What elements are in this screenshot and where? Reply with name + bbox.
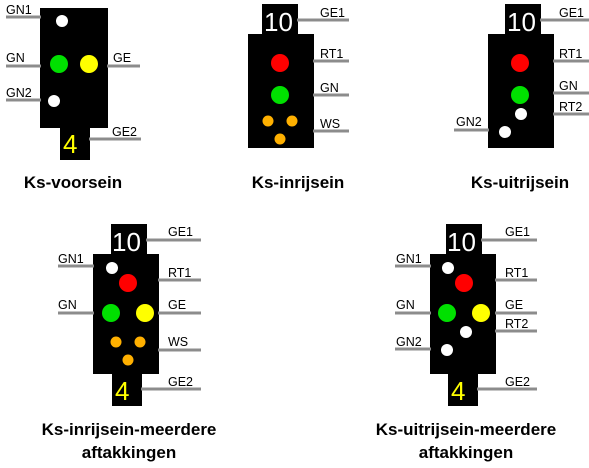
bottom-digit-box [112,372,142,406]
lamp-ws-orange-left [262,115,274,127]
pin-label-gn: GN [559,79,578,93]
pin-label-gn: GN [396,298,415,312]
lamp-gn1-white [442,262,454,274]
pin-label-rt1: RT1 [505,266,528,280]
pin-label-gn2: GN2 [6,86,32,100]
lamp-ws-orange-bottom [122,354,134,366]
ks-uitrijsein-meerdere-signal: 10 4 GE1 GN1 RT1 GN GE RT2 GN2 GE2 Ks-ui… [376,224,556,462]
digit-top: 10 [112,227,141,257]
lamp-rt1-red [271,54,289,72]
pin-label-ge2: GE2 [505,375,530,389]
caption-inrijsein: Ks-inrijsein [252,173,345,192]
pin-label-ge1: GE1 [559,6,584,20]
caption-inrijsein-meerdere-line1: Ks-inrijsein-meerdere [42,420,217,439]
pin-label-ge2: GE2 [112,125,137,139]
lamp-ws-orange-bottom [274,133,286,145]
top-digit-box [111,224,147,256]
ks-uitrijsein-signal: 10 GE1 RT1 GN RT2 GN2 Ks-uitrijsein [454,4,589,192]
caption-voorsein: Ks-voorsein [24,173,122,192]
pin-label-rt1: RT1 [559,47,582,61]
ks-inrijsein-meerdere-signal: 10 4 GE1 GN1 RT1 GN GE WS GE2 Ks-inrijse… [42,224,217,462]
lamp-rt1-red [455,274,473,292]
pin-label-ge: GE [505,298,523,312]
top-digit-box [446,224,482,256]
lamp-gn2-white [441,344,453,356]
top-digit-box [505,4,541,36]
bottom-digit-box [448,372,478,406]
digit-bottom: 4 [451,376,465,406]
pin-label-ge2: GE2 [168,375,193,389]
pin-label-ge: GE [168,298,186,312]
pin-label-ws: WS [168,335,188,349]
ks-inrijsein-signal: 10 GE1 RT1 GN WS Ks-inrijsein [248,4,349,192]
pin-label-ge1: GE1 [505,225,530,239]
top-digit-box [262,4,298,36]
ks-voorsein-signal: 4 GN1 GN GE GN2 GE2 Ks-voorsein [6,3,141,192]
caption-uitrijsein-meerdere-line2: aftakkingen [419,443,513,462]
bottom-digit-box [60,126,90,160]
pin-label-gn: GN [320,81,339,95]
lamp-ws-orange-right [134,336,146,348]
digit-top: 10 [447,227,476,257]
digit-top: 10 [507,7,536,37]
pin-label-ws: WS [320,117,340,131]
pin-label-gn2: GN2 [456,115,482,129]
digit-top: 10 [264,7,293,37]
lamp-ws-orange-right [286,115,298,127]
lamp-rt1-red [119,274,137,292]
caption-uitrijsein-meerdere-line1: Ks-uitrijsein-meerdere [376,420,556,439]
digit-bottom: 4 [115,376,129,406]
lamp-gn1-white [56,15,68,27]
lamp-rt2-white [460,326,472,338]
lamp-rt2-white [515,108,527,120]
pin-label-gn1: GN1 [396,252,422,266]
lamp-gn2-white [499,126,511,138]
lamp-ge-yellow [136,304,154,322]
lamp-gn-green [50,55,68,73]
pin-label-gn: GN [6,51,25,65]
lamp-gn2-white [48,95,60,107]
pin-label-rt2: RT2 [505,317,528,331]
pin-label-gn1: GN1 [6,3,32,17]
lamp-rt1-red [511,54,529,72]
caption-inrijsein-meerdere-line2: aftakkingen [82,443,176,462]
lamp-ge-yellow [472,304,490,322]
pin-label-rt2: RT2 [559,100,582,114]
pin-label-gn2: GN2 [396,335,422,349]
pin-label-ge1: GE1 [168,225,193,239]
pin-label-gn: GN [58,298,77,312]
lamp-ws-orange-left [110,336,122,348]
lamp-gn-green [102,304,120,322]
pin-label-gn1: GN1 [58,252,84,266]
lamp-gn-green [271,86,289,104]
caption-uitrijsein: Ks-uitrijsein [471,173,569,192]
digit-bottom: 4 [63,129,77,159]
lamp-gn-green [438,304,456,322]
lamp-gn-green [511,86,529,104]
pin-label-ge1: GE1 [320,6,345,20]
pin-label-rt1: RT1 [168,266,191,280]
lamp-gn1-white [106,262,118,274]
pin-label-rt1: RT1 [320,47,343,61]
pin-label-ge: GE [113,51,131,65]
housing [40,8,108,128]
lamp-ge-yellow [80,55,98,73]
